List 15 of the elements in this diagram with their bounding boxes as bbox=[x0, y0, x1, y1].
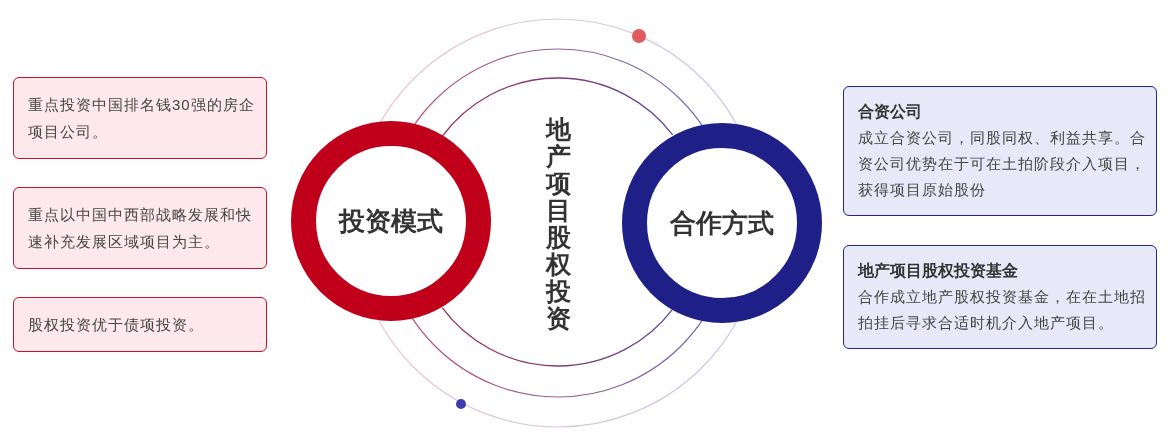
info-card bbox=[13, 77, 267, 159]
card-text: 合作成立地产股权投资基金，在在土地招拍挂后寻求合适时机介入地产项目。 bbox=[858, 287, 1147, 333]
info-card bbox=[13, 297, 267, 352]
info-card bbox=[843, 86, 1157, 216]
card-text: 成立合资公司，同股同权、利益共享。合资公司优势在于可在土拍阶段介入项目，获得项目原始股份 bbox=[858, 128, 1147, 200]
vertical-title-text: 地产项目股权投资 bbox=[545, 116, 571, 332]
card-heading: 合资公司 bbox=[858, 102, 923, 122]
info-card bbox=[843, 245, 1157, 349]
card-text: 重点以中国中西部战略发展和快速补充发展区域项目为主。 bbox=[28, 205, 253, 252]
ring-label: 合作方式 bbox=[670, 207, 774, 239]
info-card bbox=[13, 187, 267, 269]
card-text: 重点投资中国排名钱30强的房企项目公司。 bbox=[28, 95, 256, 142]
ring-label: 投资模式 bbox=[339, 205, 443, 237]
card-text: 股权投资优于债项投资。 bbox=[28, 315, 205, 335]
card-heading: 地产项目股权投资基金 bbox=[858, 261, 1019, 281]
